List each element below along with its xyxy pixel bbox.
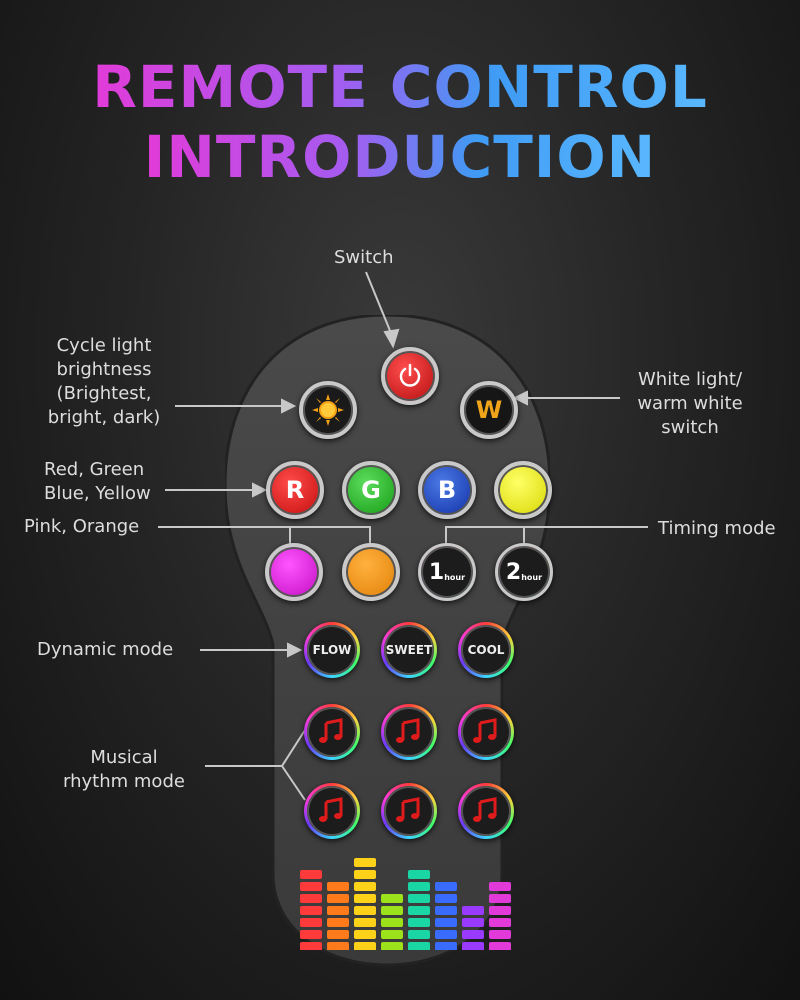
label-pink-orange: Pink, Orange: [24, 516, 140, 537]
yellow-button[interactable]: [494, 461, 552, 519]
equalizer-graphic: [300, 858, 511, 950]
equalizer-bar: [381, 942, 403, 950]
equalizer-bar: [489, 894, 511, 903]
equalizer-bar: [381, 930, 403, 939]
equalizer-bar: [462, 918, 484, 927]
equalizer-bar: [300, 930, 322, 939]
equalizer-bar: [327, 942, 349, 950]
equalizer-bar: [354, 930, 376, 939]
equalizer-bar: [327, 906, 349, 915]
music-button-2[interactable]: [381, 704, 437, 760]
cool-button[interactable]: COOL: [458, 622, 514, 678]
equalizer-bar: [354, 858, 376, 867]
equalizer-bar: [327, 918, 349, 927]
equalizer-bar: [408, 894, 430, 903]
equalizer-bar: [300, 870, 322, 879]
orange-button[interactable]: [342, 543, 400, 601]
music-note-icon: [473, 718, 497, 743]
timer-2-unit: hour: [521, 572, 543, 582]
equalizer-bar: [462, 906, 484, 915]
equalizer-bar: [381, 894, 403, 903]
equalizer-bar: [300, 882, 322, 891]
equalizer-bar: [462, 930, 484, 939]
equalizer-bar: [435, 918, 457, 927]
equalizer-bar: [435, 930, 457, 939]
equalizer-bar: [489, 918, 511, 927]
equalizer-bar: [354, 942, 376, 950]
equalizer-bar: [408, 942, 430, 950]
equalizer-bar: [489, 882, 511, 891]
equalizer-bar: [327, 882, 349, 891]
music-note-icon: [319, 718, 343, 743]
equalizer-bar: [354, 894, 376, 903]
equalizer-bar: [435, 894, 457, 903]
equalizer-bar: [408, 870, 430, 879]
flow-button[interactable]: FLOW: [304, 622, 360, 678]
title-line-2: INTRODUCTION: [143, 123, 657, 191]
sweet-button[interactable]: SWEET: [381, 622, 437, 678]
equalizer-bar: [381, 906, 403, 915]
white-light-button[interactable]: W: [460, 381, 518, 439]
equalizer-bar: [354, 882, 376, 891]
equalizer-bar: [300, 942, 322, 950]
equalizer-bar: [354, 918, 376, 927]
timer-1-number: 1: [428, 559, 445, 585]
pink-button[interactable]: [265, 543, 323, 601]
equalizer-bar: [408, 882, 430, 891]
equalizer-bar: [408, 918, 430, 927]
equalizer-bar: [462, 942, 484, 950]
sun-icon: [312, 394, 344, 426]
music-button-3[interactable]: [458, 704, 514, 760]
music-button-1[interactable]: [304, 704, 360, 760]
label-switch: Switch: [334, 247, 394, 268]
equalizer-bar: [489, 942, 511, 950]
music-button-5[interactable]: [381, 783, 437, 839]
equalizer-bar: [435, 906, 457, 915]
music-button-6[interactable]: [458, 783, 514, 839]
green-button[interactable]: G: [342, 461, 400, 519]
label-dynamic-mode: Dynamic mode: [37, 639, 174, 660]
equalizer-bar: [327, 930, 349, 939]
equalizer-bar: [354, 870, 376, 879]
equalizer-bar: [489, 906, 511, 915]
music-note-icon: [319, 797, 343, 822]
music-note-icon: [396, 797, 420, 822]
equalizer-bar: [300, 918, 322, 927]
timer-2-number: 2: [505, 559, 522, 585]
equalizer-bar: [435, 942, 457, 950]
equalizer-bar: [354, 906, 376, 915]
equalizer-bar: [300, 906, 322, 915]
power-button[interactable]: [381, 347, 439, 405]
red-button[interactable]: R: [266, 461, 324, 519]
music-note-icon: [473, 797, 497, 822]
music-button-4[interactable]: [304, 783, 360, 839]
equalizer-bar: [435, 882, 457, 891]
label-timing-mode: Timing mode: [658, 518, 776, 539]
equalizer-bar: [489, 930, 511, 939]
title-line-1: REMOTE CONTROL: [92, 53, 708, 121]
equalizer-bar: [408, 906, 430, 915]
music-note-icon: [396, 718, 420, 743]
equalizer-bar: [300, 894, 322, 903]
equalizer-bar: [327, 894, 349, 903]
timer-1-unit: hour: [444, 572, 466, 582]
equalizer-bar: [381, 918, 403, 927]
equalizer-bar: [408, 930, 430, 939]
brightness-button[interactable]: [299, 381, 357, 439]
blue-button[interactable]: B: [418, 461, 476, 519]
power-icon: [399, 363, 421, 387]
